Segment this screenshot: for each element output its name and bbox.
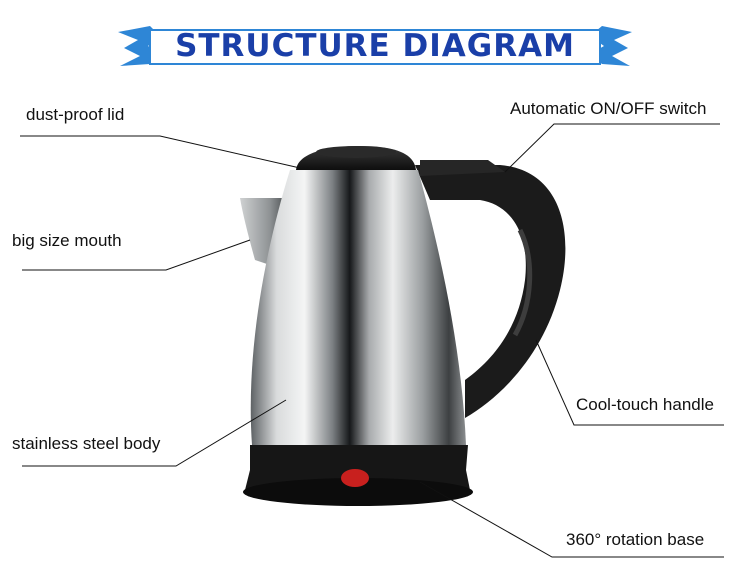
label-cool-touch-handle: Cool-touch handle [576, 395, 714, 414]
banner-title: STRUCTURE DIAGRAM [175, 28, 575, 64]
kettle-handle [415, 165, 566, 418]
indicator-light [341, 469, 369, 487]
banner-ribbon [118, 26, 632, 66]
label-on-off-switch: Automatic ON/OFF switch [510, 99, 707, 118]
label-big-size-mouth: big size mouth [12, 231, 122, 250]
title-banner: STRUCTURE DIAGRAM [0, 0, 750, 80]
label-dust-proof-lid: dust-proof lid [26, 105, 125, 124]
label-stainless-steel-body: stainless steel body [12, 434, 161, 453]
leader-lines [20, 123, 724, 558]
label-rotation-base: 360° rotation base [566, 530, 705, 549]
on-off-switch [420, 160, 505, 176]
kettle-body [250, 170, 466, 445]
